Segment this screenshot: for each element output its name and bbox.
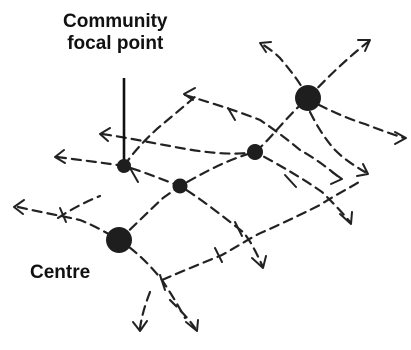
road-sw-ne-1 (124, 96, 196, 166)
focal-node-east (247, 144, 263, 160)
tick-4 (235, 222, 242, 236)
centre-label: Centre (30, 262, 90, 284)
arrow-east-1 (395, 132, 406, 144)
arrow-southeast-2 (252, 256, 266, 268)
road-sw-ne-6 (58, 196, 100, 218)
centre-node (106, 227, 132, 253)
focal-node-middle (173, 179, 188, 194)
road-sw-ne-8 (170, 300, 195, 328)
community-focal-node (117, 159, 131, 173)
road-sw-ne-5 (310, 112, 365, 172)
large-node-northeast (295, 85, 321, 111)
focal-label-line1: Community (63, 11, 168, 33)
road-sw-ne-2 (119, 42, 368, 240)
community-focal-point-label: Community focal point (63, 11, 168, 55)
tick-5 (285, 175, 296, 187)
road-nw-se-5 (305, 98, 404, 138)
focal-label-line2: focal point (63, 33, 168, 55)
